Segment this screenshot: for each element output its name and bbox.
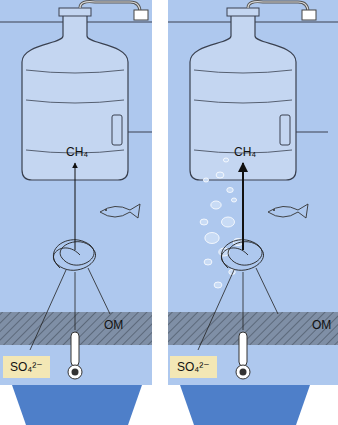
leader-line	[256, 268, 278, 314]
methane-arrow	[75, 163, 76, 250]
thermometer-bulb	[236, 365, 250, 379]
leader-line	[88, 268, 110, 314]
gas-bubble	[204, 259, 212, 265]
gas-tube-inner	[248, 2, 308, 12]
bottle-rib	[194, 70, 292, 73]
methane-label: CH₄	[66, 145, 88, 159]
bottle-cap	[227, 8, 259, 16]
gas-tube	[248, 2, 308, 12]
organic-matter-label: OM	[104, 318, 123, 332]
bottle-tube	[128, 132, 152, 133]
panel	[0, 0, 152, 425]
leader-line	[198, 270, 234, 350]
bottle-cap	[59, 8, 91, 16]
container-base	[180, 385, 310, 425]
leader-line	[75, 272, 76, 330]
leader-line	[243, 272, 244, 330]
methane-arrow	[242, 163, 244, 250]
gas-bubble	[216, 172, 224, 178]
gas-tube	[80, 2, 140, 12]
panel	[168, 0, 338, 425]
thermometer-bulb-fill	[72, 369, 79, 376]
gas-bubble	[214, 282, 222, 288]
organic-matter-label: OM	[312, 318, 331, 332]
gas-bubble	[211, 201, 221, 209]
gas-bubble	[227, 188, 234, 193]
gas-tube-inner	[80, 2, 140, 12]
bottle-rib	[194, 100, 292, 103]
fish	[100, 204, 140, 218]
sediment-layer	[168, 312, 338, 345]
ion-box: SO₄²⁻	[3, 356, 50, 378]
organic-matter	[53, 240, 95, 271]
fish	[268, 204, 308, 218]
thermometer	[71, 332, 79, 366]
thermometer	[239, 332, 247, 366]
gas-bubble	[200, 219, 208, 225]
water	[168, 0, 338, 385]
bottle-handle	[112, 115, 122, 145]
methane-label: CH₄	[234, 145, 256, 159]
gas-collector-bottle	[190, 10, 296, 180]
gas-bubble	[231, 198, 236, 202]
gas-bubble	[203, 178, 208, 182]
ion-label: SO₄²⁻	[10, 360, 43, 374]
thermometer-bulb-fill	[240, 369, 247, 376]
bottle-handle	[280, 115, 290, 145]
thermometer-bulb	[68, 365, 82, 379]
gas-bubble	[223, 158, 228, 162]
bottle-rib	[26, 100, 124, 103]
valve	[134, 10, 148, 20]
fish-eye	[105, 209, 107, 211]
water	[0, 0, 152, 385]
gas-bubble	[222, 217, 235, 227]
leader-line	[30, 270, 66, 350]
ion-box: SO₄²⁻	[170, 356, 217, 378]
bottle-rib	[26, 70, 124, 73]
gas-bubble	[205, 233, 219, 244]
bottle-tube	[296, 132, 328, 133]
container-base	[12, 385, 142, 425]
gas-collector-bottle	[22, 10, 128, 180]
ion-label: SO₄²⁻	[177, 360, 210, 374]
valve	[302, 10, 316, 20]
fish-eye	[273, 209, 275, 211]
